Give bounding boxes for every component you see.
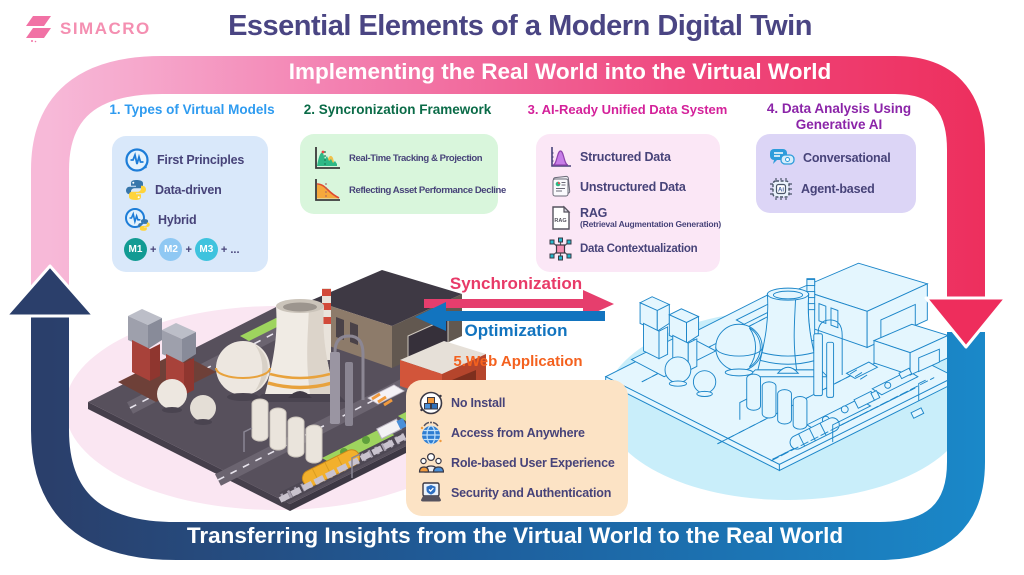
tracking-chart-icon (312, 145, 342, 171)
list-item: Ai Agent-based (768, 177, 908, 201)
hybrid-icon (124, 207, 151, 233)
section1-heading: 1. Types of Virtual Models (109, 102, 275, 117)
synchronization-label: Synchronization (449, 274, 583, 293)
data-network-icon (548, 237, 573, 261)
list-item: No Install (418, 390, 620, 416)
rag-document-icon: RAG (548, 205, 573, 231)
brand-name: SIMACRO (60, 19, 151, 38)
page-title: Essential Elements of a Modern Digital T… (228, 10, 812, 42)
decline-chart-icon (312, 177, 342, 203)
brand-logo: SIMACRO (26, 14, 151, 44)
sync-framework-card: Real-Time Tracking & Projection Reflecti… (300, 134, 506, 214)
model-chip-m1: M1 (124, 238, 147, 262)
svg-text:Ai: Ai (778, 188, 784, 194)
no-install-icon (418, 390, 444, 416)
user-roles-icon (418, 450, 444, 476)
list-item: RAG RAG(Retrieval Augmentation Generatio… (548, 205, 721, 231)
list-item: Unstructured Data (548, 175, 712, 199)
real-factory-illustration (88, 270, 494, 511)
model-chain: M1 + M2 + M3 + ... (124, 238, 260, 262)
section5-heading: 5.Web Application (453, 353, 583, 370)
list-item: Real-Time Tracking & Projection (312, 145, 490, 171)
list-item: Structured Data (548, 145, 712, 169)
documents-icon (548, 175, 573, 199)
list-item: Hybrid (124, 207, 260, 233)
section2-heading: 2. Syncronization Framework (303, 102, 492, 117)
sync-arrow-right (424, 290, 614, 318)
bell-curve-icon (548, 145, 573, 169)
python-icon (124, 178, 148, 202)
section3-heading: 3. AI-Ready Unified Data System (527, 102, 728, 117)
down-arrowhead (924, 296, 1008, 349)
simacro-logo-icon (26, 16, 51, 43)
chat-bubbles-icon (768, 146, 796, 170)
top-banner-text: Implementing the Real World into the Vir… (288, 59, 832, 84)
bottom-cycle-band (31, 315, 985, 560)
list-item: Data-driven (124, 178, 260, 202)
up-arrowhead (4, 264, 96, 318)
globe-access-icon (418, 420, 444, 446)
data-system-card: Structured Data Unstructured Data RAG (536, 134, 721, 272)
list-item: First Principles (124, 147, 260, 173)
model-chip-m2: M2 (159, 238, 183, 262)
real-factory-illustration (604, 262, 956, 472)
list-item: Access from Anywhere (418, 420, 620, 446)
list-item: Reflecting Asset Performance Decline (312, 177, 506, 203)
optimization-arrow-left (415, 302, 605, 331)
list-item: Data Contextualization (548, 237, 712, 261)
web-application-card: No Install Access from Anywhere (406, 380, 628, 516)
top-cycle-band (31, 56, 985, 302)
model-chip-m3: M3 (194, 238, 218, 262)
rag-subtext: (Retrieval Augmentation Generation) (580, 219, 721, 230)
list-item: Conversational (768, 146, 908, 170)
list-item: Security and Authentication (418, 480, 620, 506)
first-principles-icon (124, 147, 150, 173)
section4-heading: 4. Data Analysis Using Generative AI (766, 101, 912, 132)
svg-text:RAG: RAG (554, 218, 566, 224)
security-laptop-icon (418, 480, 444, 506)
bottom-banner-text: Transferring Insights from the Virtual W… (186, 523, 844, 548)
list-item: Role-based User Experience (418, 450, 620, 476)
optimization-label: Optimization (464, 321, 568, 340)
ai-chip-icon: Ai (768, 177, 794, 201)
virtual-models-card: First Principles Data-driven (112, 136, 268, 272)
virtual-factory-illustration (604, 262, 956, 472)
generative-ai-card: Conversational Ai Agent-based (756, 134, 916, 213)
